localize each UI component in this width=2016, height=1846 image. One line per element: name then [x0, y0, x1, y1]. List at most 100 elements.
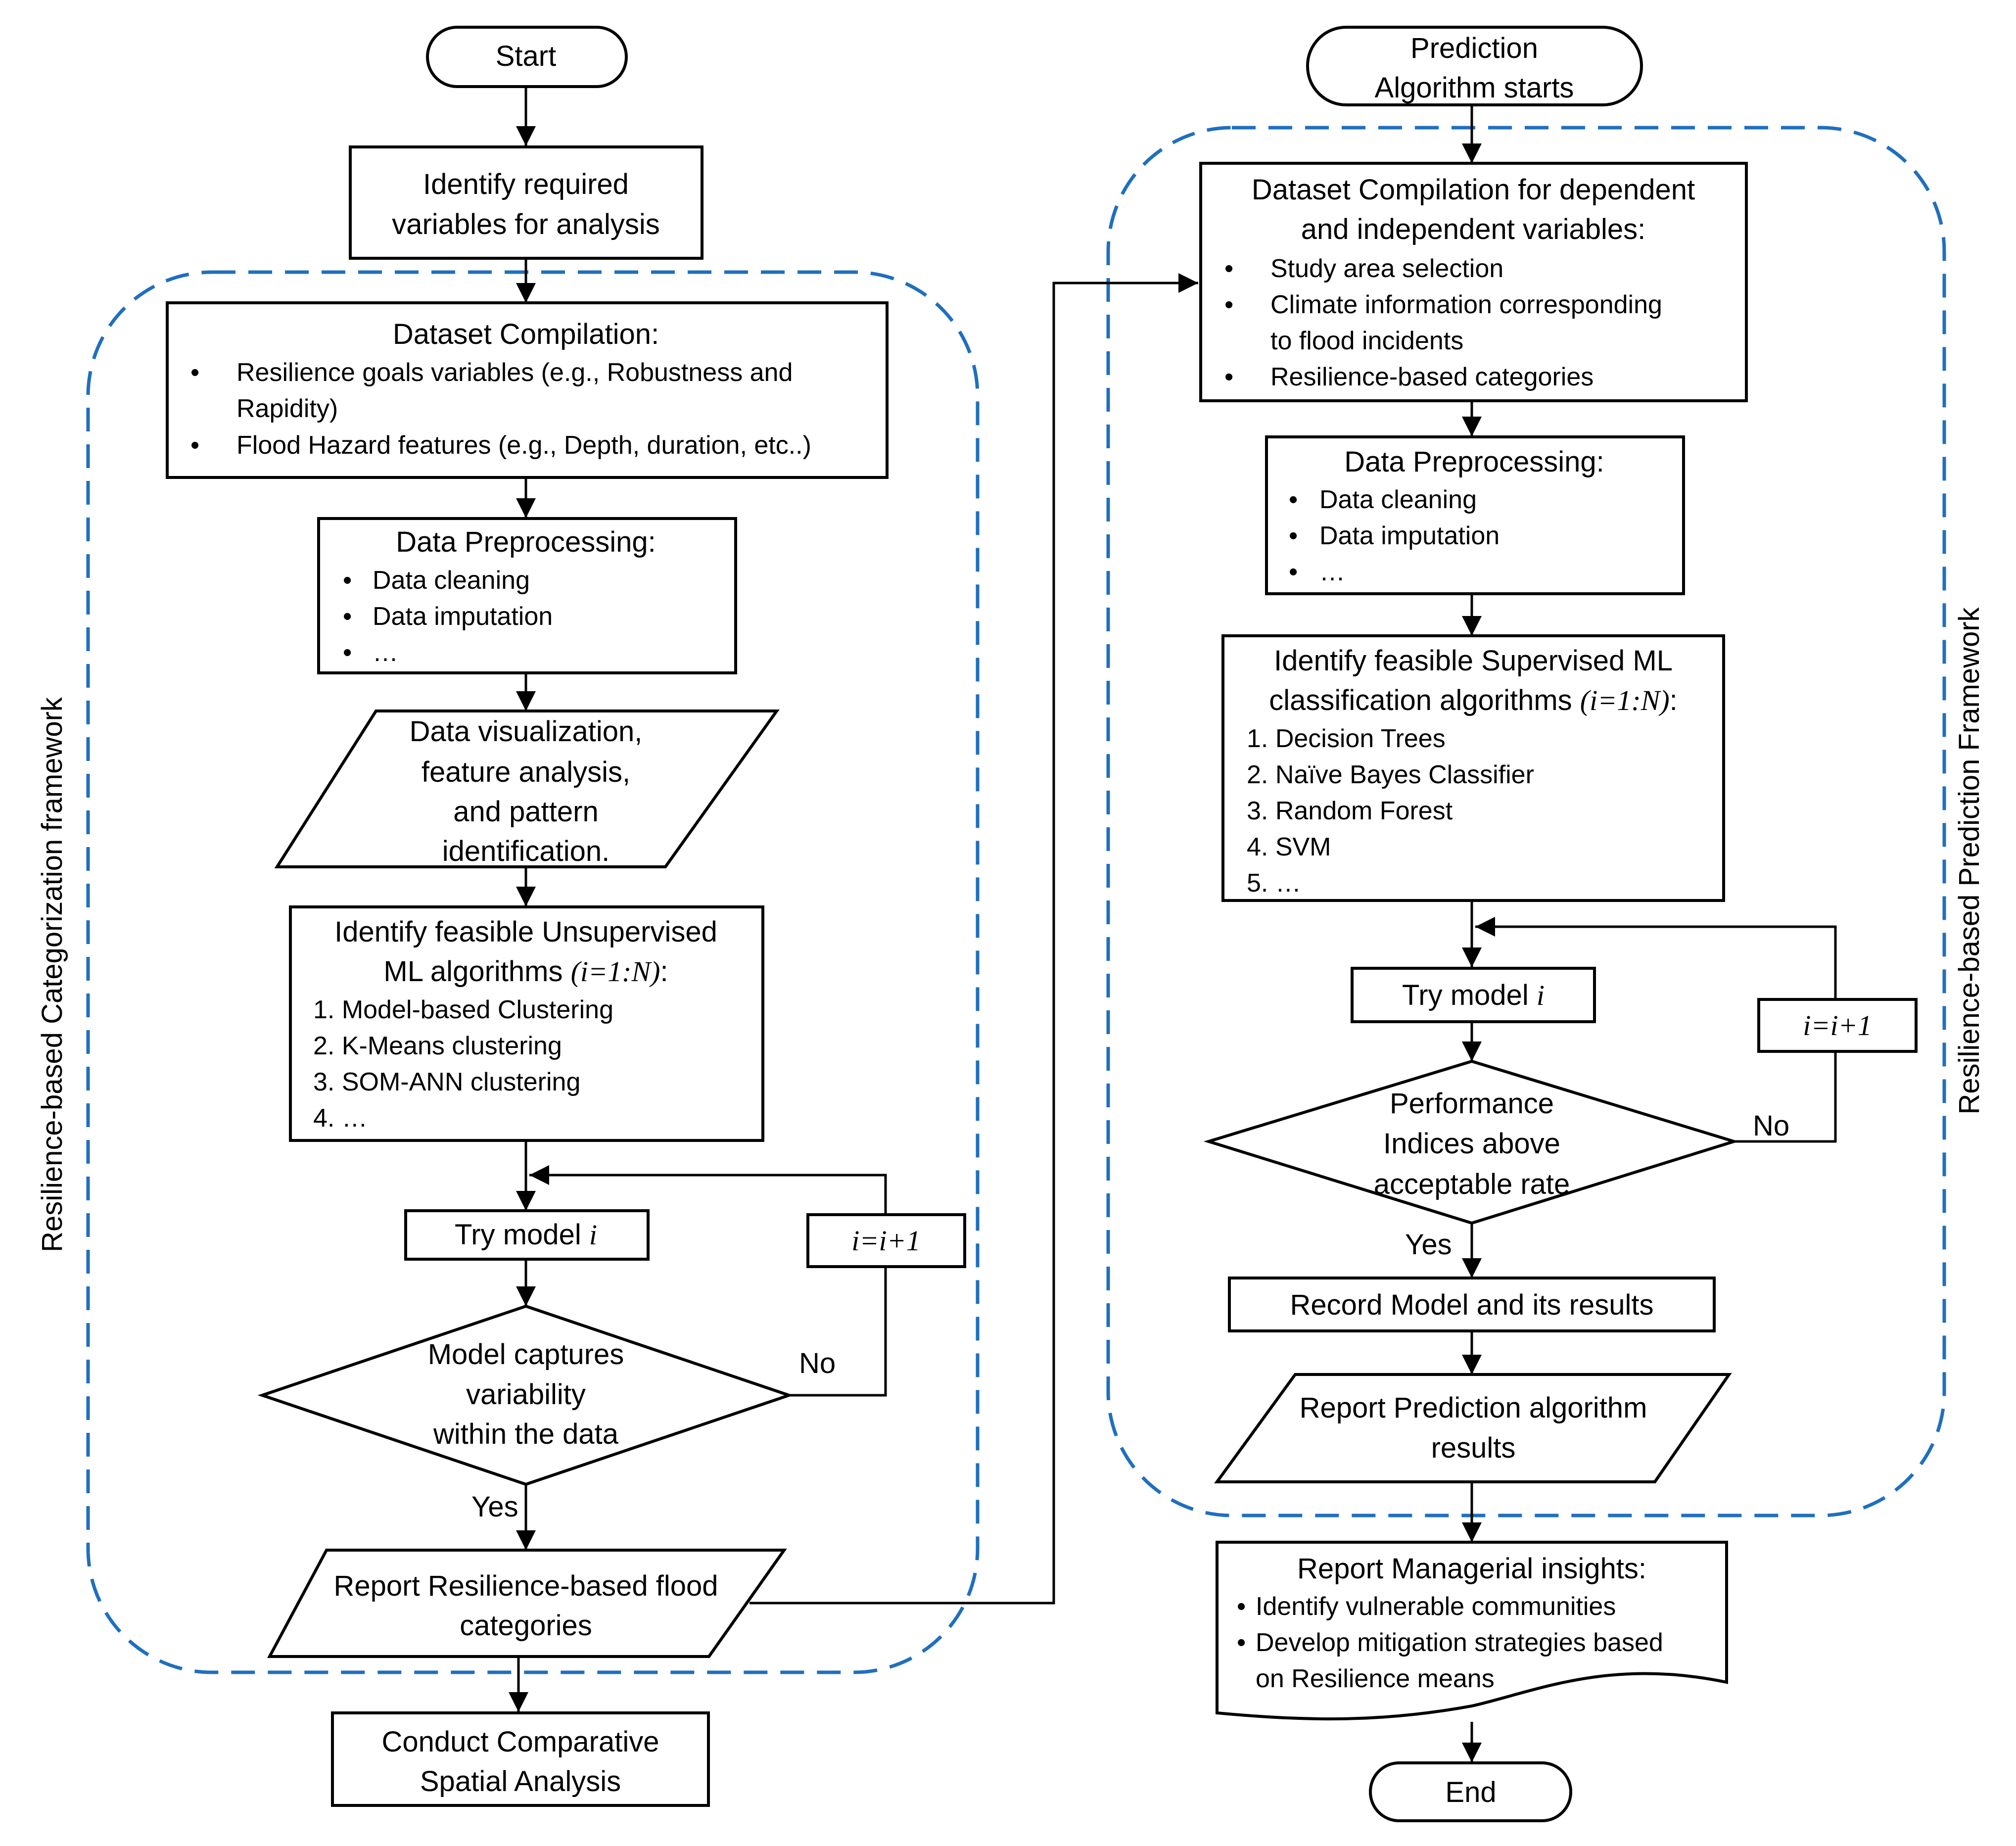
no-label: No	[1753, 1110, 1789, 1142]
record-model-label: Record Model and its results	[1290, 1289, 1654, 1321]
algorithm-item: 2. K-Means clustering	[313, 1032, 562, 1060]
unsupervised-algorithms-box	[289, 905, 764, 1142]
algorithm-item: 4. …	[313, 1104, 368, 1133]
yes-label: Yes	[1405, 1229, 1452, 1261]
bullet-dot: •	[1237, 1628, 1246, 1657]
bullet-dot: •	[190, 431, 199, 460]
report-line: Report Prediction algorithm	[1300, 1392, 1647, 1424]
visualization-line: feature analysis,	[422, 756, 630, 788]
dataset-compilation-box	[1199, 162, 1748, 402]
try-model-var: i	[1537, 979, 1545, 1011]
visualization-line: identification.	[442, 835, 610, 867]
insights-title: Report Managerial insights:	[1297, 1553, 1646, 1585]
algorithms-colon: :	[660, 955, 668, 988]
preprocessing-title: Data Preprocessing:	[396, 526, 656, 558]
record-model-box	[1228, 1277, 1716, 1332]
start-label: Start	[496, 40, 557, 72]
no-label: No	[799, 1347, 836, 1379]
increment-box	[806, 1213, 966, 1268]
data-preprocessing-box	[317, 517, 737, 674]
start-terminal	[426, 26, 628, 88]
bullet-dot: •	[1224, 363, 1233, 391]
bullet-dot: •	[1224, 290, 1233, 319]
algorithm-item: 2. Naïve Bayes Classifier	[1247, 760, 1534, 789]
bullet-dot: •	[343, 566, 352, 595]
dataset-bullet-line: to flood incidents	[1270, 327, 1463, 355]
identify-line: Identify required	[423, 168, 629, 200]
end-label: End	[1445, 1776, 1496, 1808]
dataset-title: Dataset Compilation for dependent	[1252, 174, 1695, 206]
visualization-line: and pattern	[453, 796, 598, 828]
preprocessing-title: Data Preprocessing:	[1344, 446, 1604, 478]
algorithm-item: 1. Model-based Clustering	[313, 995, 613, 1024]
bullet-dot: •	[1237, 1592, 1246, 1621]
algorithm-item: 3. SOM-ANN clustering	[313, 1068, 580, 1096]
identify-line: variables for analysis	[392, 208, 660, 240]
algorithms-title: classification algorithms (i=1:N):	[1269, 684, 1678, 716]
report-line: Report Resilience-based flood	[334, 1570, 718, 1602]
algorithm-item: 3. Random Forest	[1247, 797, 1453, 825]
try-model-label: Try model i	[1402, 979, 1545, 1011]
insights-bullet-line: Identify vulnerable communities	[1256, 1592, 1616, 1621]
bullet-dot: •	[190, 358, 199, 387]
algorithms-colon: :	[1670, 684, 1678, 716]
dataset-title: and independent variables:	[1301, 213, 1646, 245]
prediction-start-terminal	[1306, 26, 1643, 106]
bullet-dot: •	[1289, 521, 1298, 550]
decision-line: Performance	[1390, 1088, 1554, 1120]
bullet-dot: •	[1289, 485, 1298, 514]
algorithm-item: 5. …	[1247, 869, 1301, 898]
preprocessing-bullet: Data imputation	[1319, 521, 1500, 550]
report-categories-parallelogram	[267, 1549, 787, 1658]
comparative-line: Spatial Analysis	[420, 1765, 621, 1798]
categorization-frame	[86, 270, 980, 1674]
preprocessing-bullet: Data cleaning	[1319, 485, 1477, 514]
bullet-dot: •	[1289, 558, 1298, 586]
preprocessing-bullet: …	[373, 638, 398, 667]
try-model-box	[404, 1209, 650, 1261]
try-model-text: Try model	[1402, 979, 1537, 1011]
preprocessing-bullet: Data imputation	[373, 602, 553, 631]
comparative-line: Conduct Comparative	[382, 1726, 659, 1758]
dataset-bullet-line: Rapidity)	[236, 394, 338, 423]
yes-label: Yes	[471, 1491, 518, 1523]
increment-label: i=i+1	[1803, 1009, 1872, 1041]
decision-line: variability	[466, 1378, 586, 1411]
dataset-bullet-line: Resilience goals variables (e.g., Robust…	[236, 358, 793, 387]
algorithms-title-text: ML algorithms	[383, 955, 570, 988]
insights-bullet-line: Develop mitigation strategies based	[1256, 1628, 1663, 1657]
prediction-frame-label: Resilience-based Prediction Framework	[1953, 607, 1985, 1114]
try-model-box	[1351, 967, 1596, 1023]
dataset-bullet-line: Resilience-based categories	[1270, 363, 1594, 391]
prediction-start-line: Prediction	[1410, 32, 1538, 64]
end-terminal	[1369, 1761, 1572, 1822]
algorithms-title-text: classification algorithms	[1269, 684, 1580, 716]
increment-box	[1757, 998, 1918, 1053]
dataset-bullet-line: Flood Hazard features (e.g., Depth, dura…	[236, 431, 811, 460]
algorithms-title: ML algorithms (i=1:N):	[383, 955, 668, 988]
preprocessing-bullet: …	[1319, 558, 1345, 586]
decision-diamond	[1203, 1059, 1739, 1225]
algorithm-item: 1. Decision Trees	[1247, 724, 1446, 753]
dataset-bullet-line: Study area selection	[1270, 254, 1503, 283]
bullet-dot: •	[343, 638, 352, 667]
algorithms-title: Identify feasible Unsupervised	[334, 916, 717, 948]
identify-variables-box	[349, 145, 703, 260]
dataset-compilation-box	[166, 301, 889, 479]
report-line: categories	[460, 1609, 592, 1642]
algorithms-index: (i=1:N)	[571, 955, 660, 988]
try-model-label: Try model i	[455, 1219, 597, 1251]
bullet-dot: •	[343, 602, 352, 631]
algorithms-index: (i=1:N)	[1580, 684, 1670, 716]
preprocessing-bullet: Data cleaning	[373, 566, 530, 595]
comparative-analysis-box	[331, 1711, 710, 1807]
visualization-line: Data visualization,	[410, 715, 643, 748]
dataset-title: Dataset Compilation:	[393, 318, 659, 350]
insights-bullet-line: on Resilience means	[1256, 1664, 1495, 1693]
prediction-frame	[1106, 126, 1946, 1517]
decision-line: Indices above	[1383, 1128, 1560, 1160]
visualization-parallelogram	[274, 710, 780, 868]
insights-document	[1216, 1541, 1728, 1721]
